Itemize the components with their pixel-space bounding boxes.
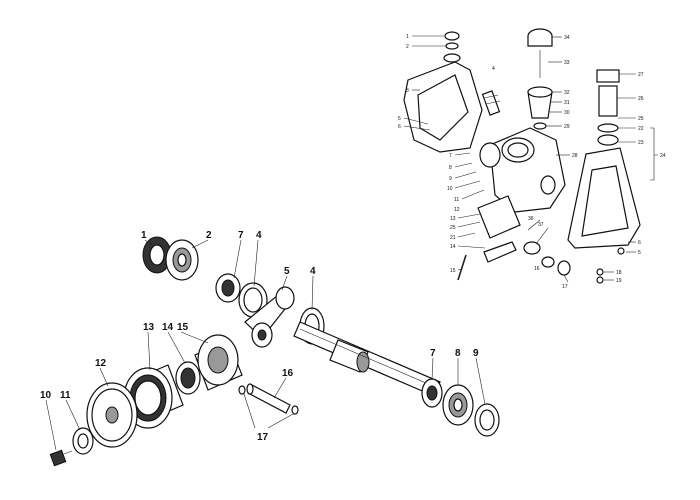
u-callout-34: 34 (564, 35, 570, 41)
lower-leader-lines (45, 239, 486, 451)
part-check-valve (477, 195, 571, 276)
callout-15: 15 (177, 322, 189, 333)
u-callout-15: 15 (450, 268, 456, 274)
part-screw-10 (49, 449, 73, 467)
u-callout-14: 14 (450, 244, 456, 250)
part-shaft (293, 321, 441, 397)
u-callout-2: 2 (406, 44, 409, 50)
part-valve-stack (527, 28, 553, 130)
u-callout-36: 36 (528, 216, 534, 222)
callout-11: 11 (60, 390, 71, 401)
u-callout-32: 32 (564, 90, 570, 96)
u-callout-29: 29 (564, 124, 570, 130)
u-callout-18: 18 (616, 270, 622, 276)
callout-2: 2 (206, 230, 212, 241)
u-callout-8: 8 (449, 165, 452, 171)
u-callout-1: 1 (406, 34, 409, 40)
part-clips-17 (238, 385, 299, 415)
callout-4b: 4 (310, 266, 316, 277)
u-callout-33: 33 (564, 60, 570, 66)
u-callout-4: 4 (492, 66, 495, 72)
u-callout-6r: 6 (638, 240, 641, 246)
u-callout-25: 25 (450, 225, 456, 231)
u-callout-21: 21 (450, 235, 456, 241)
part-right-bracket (567, 69, 641, 249)
u-callout-30: 30 (564, 110, 570, 116)
u-callout-3: 3 (406, 88, 409, 94)
callout-10: 10 (40, 390, 52, 401)
u-callout-23: 23 (638, 140, 644, 146)
u-callout-16: 16 (534, 266, 540, 272)
u-callout-31: 31 (564, 100, 570, 106)
u-callout-10: 10 (447, 186, 453, 192)
u-callout-11: 11 (454, 197, 459, 203)
u-callout-5r: 5 (638, 250, 641, 256)
part-pump-body (479, 127, 566, 213)
u-callout-37: 37 (538, 222, 544, 228)
part-piston-15 (194, 334, 243, 391)
lower-callout-labels: 1 2 7 4 5 4 13 14 15 12 11 10 16 17 7 8 … (40, 230, 479, 443)
u-callout-22: 22 (638, 126, 644, 132)
u-callout-5: 5 (398, 116, 401, 122)
upper-right-labels: 34 33 32 31 30 29 28 27 26 25 22 23 24 6… (564, 35, 666, 284)
part-spacer-7-top (215, 273, 241, 303)
u-callout-28: 28 (572, 153, 578, 159)
callout-14: 14 (162, 322, 174, 333)
part-spacer-7-right (421, 378, 443, 408)
callout-12: 12 (95, 358, 107, 369)
lower-assembly: 1 2 7 4 5 4 13 14 15 12 11 10 16 17 7 8 … (40, 230, 500, 467)
callout-9: 9 (473, 348, 479, 359)
callout-17: 17 (257, 432, 269, 443)
part-bolt-15 (457, 254, 467, 281)
u-callout-6: 6 (398, 124, 401, 130)
upper-left-labels: 1 2 3 4 5 6 7 8 9 10 11 12 13 25 21 14 1… (398, 34, 495, 274)
upper-leader-lines (403, 35, 658, 283)
part-connecting-rod-5 (244, 286, 295, 348)
part-cover-12 (86, 382, 138, 448)
part-pin-16 (246, 383, 291, 414)
callout-8: 8 (455, 348, 461, 359)
callout-13: 13 (143, 322, 155, 333)
callout-5: 5 (284, 266, 290, 277)
u-callout-24: 24 (660, 153, 666, 159)
callout-7: 7 (238, 230, 244, 241)
u-callout-19: 19 (616, 278, 622, 284)
u-callout-13: 13 (450, 216, 456, 222)
u-callout-26: 26 (638, 96, 644, 102)
part-left-bracket (403, 31, 483, 153)
part-ring-4-left (238, 282, 268, 318)
part-small-bolts-right (596, 247, 625, 284)
u-callout-9: 9 (449, 176, 452, 182)
u-callout-25r: 25 (638, 116, 644, 122)
upper-center-labels: 36 37 17 16 (528, 216, 568, 290)
part-oring-14 (175, 361, 201, 395)
callout-16: 16 (282, 368, 294, 379)
callout-1: 1 (141, 230, 147, 241)
part-bearing-2 (165, 239, 199, 281)
part-bearing-1 (142, 236, 172, 274)
u-callout-12: 12 (454, 207, 460, 213)
part-spring-4 (481, 90, 501, 116)
callout-4: 4 (256, 230, 262, 241)
u-callout-17: 17 (562, 284, 568, 290)
part-washer-11 (72, 427, 94, 455)
callout-7b: 7 (430, 348, 436, 359)
upper-assembly: 1 2 3 4 5 6 7 8 9 10 11 12 13 25 21 14 1… (398, 28, 666, 290)
u-callout-7: 7 (449, 153, 452, 159)
part-bearing-8 (442, 384, 474, 426)
u-callout-27: 27 (638, 72, 644, 78)
part-seal-9 (474, 403, 500, 437)
